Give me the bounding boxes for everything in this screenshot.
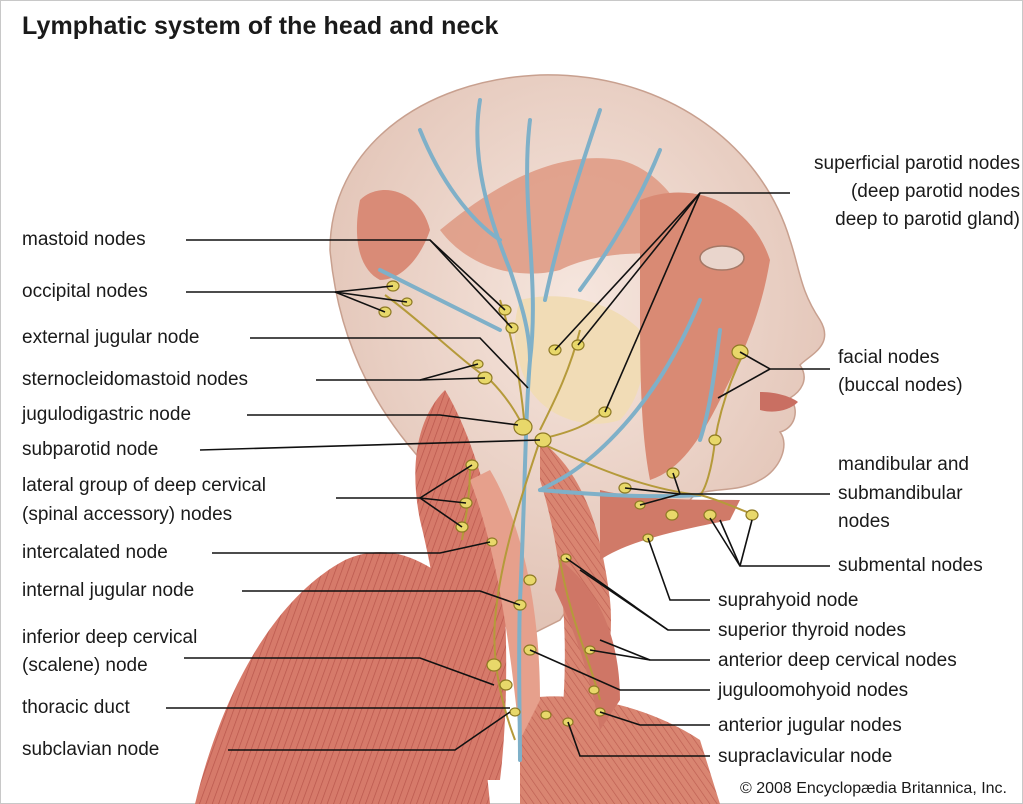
label-intercalated-node: intercalated node: [22, 539, 168, 566]
label-submental-nodes: submental nodes: [838, 552, 983, 579]
label-supraclavicular-node: supraclavicular node: [718, 743, 892, 770]
label-internal-jugular-node: internal jugular node: [22, 577, 194, 604]
label-jugulodigastric-node: jugulodigastric node: [22, 401, 191, 428]
label-facial-nodes-line1: facial nodes: [838, 344, 939, 371]
label-mandibular-line3: nodes: [838, 508, 890, 535]
label-parotid-line1: superficial parotid nodes: [814, 150, 1020, 177]
label-juguloomohyoid-nodes: juguloomohyoid nodes: [718, 677, 908, 704]
label-mandibular-line2: submandibular: [838, 480, 963, 507]
label-inferior-deep-cervical-line1: inferior deep cervical: [22, 624, 197, 651]
label-superior-thyroid-nodes: superior thyroid nodes: [718, 617, 906, 644]
label-parotid-line3: deep to parotid gland): [835, 206, 1020, 233]
label-external-jugular-node: external jugular node: [22, 324, 199, 351]
label-facial-nodes-line2: (buccal nodes): [838, 372, 963, 399]
label-occipital-nodes: occipital nodes: [22, 278, 148, 305]
label-suprahyoid-node: suprahyoid node: [718, 587, 859, 614]
label-subparotid-node: subparotid node: [22, 436, 158, 463]
label-lateral-deep-cervical-line2: (spinal accessory) nodes: [22, 501, 232, 528]
label-sternocleidomastoid-nodes: sternocleidomastoid nodes: [22, 366, 248, 393]
label-mastoid-nodes: mastoid nodes: [22, 226, 146, 253]
label-parotid-line2: (deep parotid nodes: [851, 178, 1020, 205]
label-anterior-deep-cervical-nodes: anterior deep cervical nodes: [718, 647, 957, 674]
label-thoracic-duct: thoracic duct: [22, 694, 130, 721]
label-subclavian-node: subclavian node: [22, 736, 159, 763]
page-title: Lymphatic system of the head and neck: [22, 12, 499, 41]
label-mandibular-line1: mandibular and: [838, 451, 969, 478]
copyright-notice: © 2008 Encyclopædia Britannica, Inc.: [740, 780, 1007, 798]
label-lateral-deep-cervical-line1: lateral group of deep cervical: [22, 472, 266, 499]
label-anterior-jugular-nodes: anterior jugular nodes: [718, 712, 902, 739]
label-inferior-deep-cervical-line2: (scalene) node: [22, 652, 148, 679]
